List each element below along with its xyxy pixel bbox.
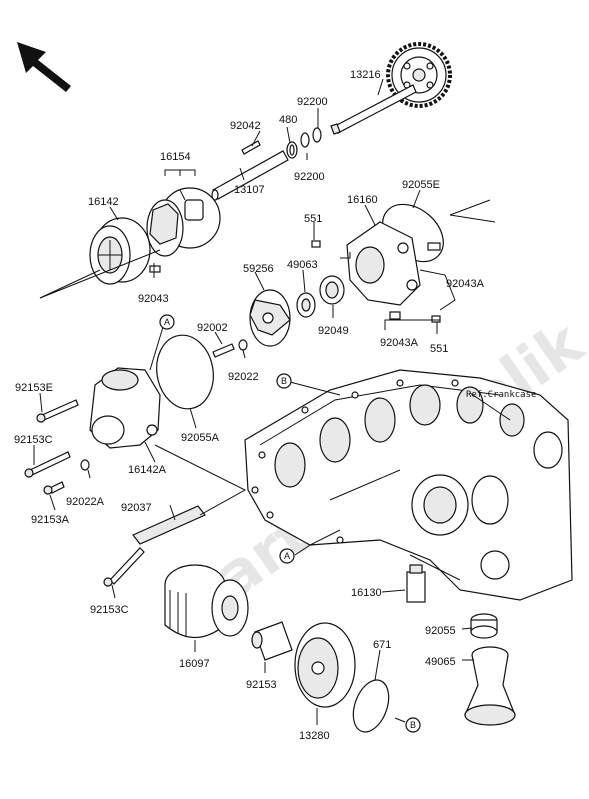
bolt-92153C-lower	[103, 547, 145, 587]
part-59256: 59256	[243, 263, 274, 275]
part-551-lower: 551	[430, 343, 448, 355]
part-number-labels: 13216 92200 92200 92042 480 16154 13107 …	[14, 69, 485, 742]
crankcase	[244, 369, 573, 601]
part-92037: 92037	[121, 502, 152, 514]
strainer-49065	[464, 646, 516, 726]
marker-b-bottom: B	[405, 717, 421, 733]
o-ring-92055A	[156, 334, 214, 410]
part-92022A: 92022A	[66, 496, 105, 508]
bearing-92049	[319, 275, 345, 305]
part-16160: 16160	[347, 194, 378, 206]
pump-cover-16160	[346, 221, 421, 306]
part-92043: 92043	[138, 293, 169, 305]
part-13216: 13216	[350, 69, 381, 81]
svg-text:A: A	[284, 551, 290, 561]
part-92043A-lower: 92043A	[380, 337, 419, 349]
reference-crankcase-label: Ref.Crankcase	[466, 390, 536, 400]
marker-a-bottom: A	[279, 548, 295, 564]
bolt-92153E	[36, 399, 79, 423]
pump-rotor-16154	[146, 187, 221, 257]
svg-text:B: B	[410, 720, 416, 730]
fitting-92153	[251, 621, 293, 661]
part-92153C-upper: 92153C	[14, 434, 53, 446]
oil-filter-16097	[164, 564, 249, 638]
part-92002: 92002	[197, 322, 228, 334]
part-16130: 16130	[351, 587, 382, 599]
part-16142A: 16142A	[128, 464, 167, 476]
oil-pump-shaft	[330, 84, 417, 135]
part-92200-bottom: 92200	[294, 171, 325, 183]
pin-551-lower	[431, 315, 441, 323]
part-16097: 16097	[179, 658, 210, 670]
pin-92043A-right	[427, 242, 441, 251]
part-49063: 49063	[287, 259, 318, 271]
pin-92043	[149, 265, 161, 273]
part-16154: 16154	[160, 151, 191, 163]
part-92043A-right: 92043A	[446, 278, 485, 290]
part-16142: 16142	[88, 196, 119, 208]
part-92022: 92022	[228, 371, 259, 383]
part-13107: 13107	[234, 184, 265, 196]
shaft-13107	[211, 150, 289, 201]
washer-92200	[300, 127, 322, 148]
part-480: 480	[279, 114, 297, 126]
part-92042: 92042	[230, 120, 261, 132]
part-92200-top: 92200	[297, 96, 328, 108]
svg-text:B: B	[281, 376, 287, 386]
seal-49063	[296, 292, 316, 318]
pump-body-16142	[89, 217, 151, 285]
part-92153C-lower: 92153C	[90, 604, 129, 616]
bolt-92153A	[43, 481, 65, 495]
part-92055E: 92055E	[402, 179, 440, 191]
svg-text:A: A	[164, 317, 170, 327]
bolt-92002	[212, 343, 235, 358]
fitting-16130	[406, 564, 426, 603]
marker-a-top: A	[159, 314, 175, 330]
part-92049: 92049	[318, 325, 349, 337]
pin-92042	[241, 140, 261, 155]
cover-13280	[294, 622, 356, 708]
part-551-top: 551	[304, 213, 322, 225]
orientation-arrow-icon	[17, 42, 71, 92]
part-92153: 92153	[246, 679, 277, 691]
washer-92022	[238, 339, 248, 351]
part-92153A: 92153A	[31, 514, 70, 526]
guide-92037	[132, 505, 206, 545]
circlip-480	[286, 141, 298, 159]
marker-b-top: B	[276, 373, 292, 389]
part-13280: 13280	[299, 730, 330, 742]
impeller-59256	[249, 289, 291, 347]
pin-551-top	[311, 240, 321, 248]
part-671: 671	[373, 639, 391, 651]
part-49065: 49065	[425, 656, 456, 668]
pin-92043A-lower	[389, 311, 401, 320]
o-ring-671	[352, 679, 390, 733]
part-92055: 92055	[425, 625, 456, 637]
washer-92022A	[80, 459, 90, 471]
part-92153E: 92153E	[15, 382, 53, 394]
seal-92055	[470, 613, 498, 639]
pump-housing-16142A	[89, 367, 161, 449]
leader-lines	[33, 78, 511, 725]
part-92055A: 92055A	[181, 432, 220, 444]
bolt-92153C-upper	[24, 451, 71, 478]
